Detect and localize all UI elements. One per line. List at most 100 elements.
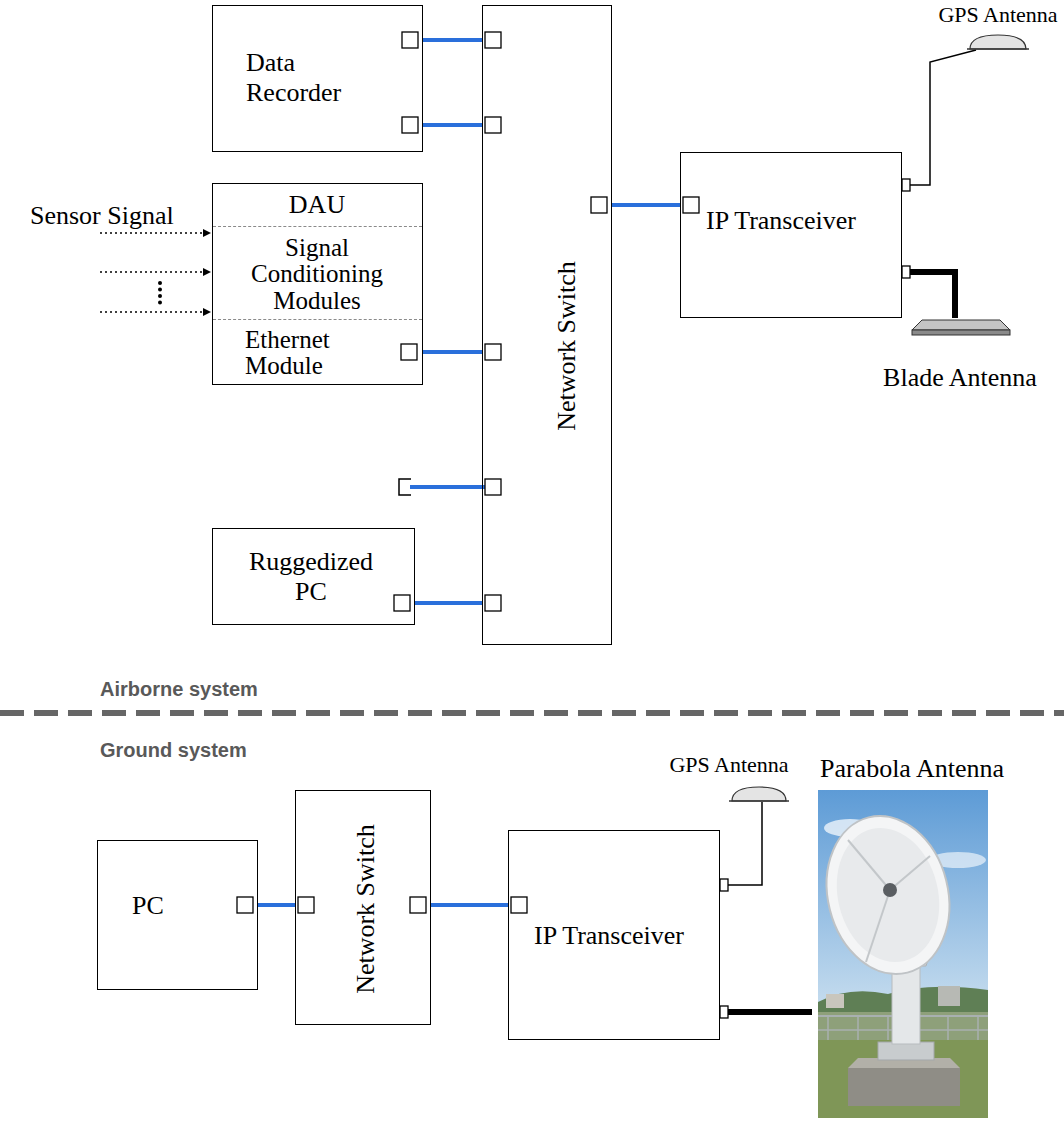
feed-strut (866, 890, 890, 962)
port (485, 595, 501, 611)
antenna-picture (818, 790, 988, 1118)
port (902, 266, 910, 278)
building (938, 986, 960, 1006)
node-text: GPS Antenna (669, 752, 788, 777)
arrow-head (203, 268, 211, 276)
connector-plug (399, 479, 411, 495)
blade-antenna: Blade Antenna (884, 318, 1062, 396)
port (298, 897, 314, 913)
port (720, 1006, 728, 1018)
arrow-head (203, 229, 211, 237)
ellipsis-dot (158, 281, 162, 285)
switch-box: Network Switch (482, 5, 612, 645)
antenna-dome (970, 35, 1026, 49)
port (683, 197, 699, 213)
module-band: Ethernet Module (213, 319, 422, 383)
recorder-box: Data Recorder (212, 5, 423, 152)
feed-strut (848, 840, 890, 890)
antenna-dome (732, 787, 786, 801)
antenna-cable (720, 1009, 812, 1015)
section-label: Ground system (100, 739, 247, 762)
module-band: Signal Conditioning Modules (213, 226, 422, 319)
port (485, 117, 501, 133)
gps-antenna: GPS Antenna (936, 2, 1064, 50)
node-text: Blade Antenna (883, 363, 1037, 393)
gps-antenna: GPS Antenna (664, 752, 794, 802)
port (410, 897, 426, 913)
dish-rim (810, 803, 965, 987)
dish (810, 803, 965, 987)
spare-port-cable (399, 479, 501, 495)
antenna-cable (902, 272, 955, 318)
ellipsis-dot (158, 294, 162, 298)
rooftop (818, 1040, 988, 1118)
railing-post (947, 1016, 949, 1042)
node-text: Parabola Antenna (820, 754, 1004, 784)
ellipsis-dot (158, 301, 162, 305)
dish-surface (823, 817, 953, 973)
port (485, 479, 501, 495)
port (720, 879, 728, 891)
section-divider (0, 710, 1064, 716)
sensor-signal-arrows (100, 229, 211, 316)
antenna-base (729, 800, 789, 802)
ellipsis-dot (158, 288, 162, 292)
signal-arrow-line (100, 311, 203, 313)
railing-post (857, 1016, 859, 1042)
node-text: Ethernet Module (245, 327, 365, 380)
ethernet-cable (612, 203, 680, 207)
computer-box: Ruggedized PC (212, 528, 415, 625)
port (402, 32, 418, 48)
node-text: IP Transceiver (534, 921, 684, 951)
base-plate (878, 1042, 934, 1060)
node-text: Network Switch (552, 261, 582, 431)
node-text: Data Recorder (246, 48, 366, 108)
arrow-head (203, 308, 211, 316)
port (485, 344, 501, 360)
node-text: DAU (289, 190, 345, 220)
port (485, 32, 501, 48)
port (402, 117, 418, 133)
building (826, 994, 844, 1008)
switch-box: Network Switch (295, 790, 431, 1025)
dau-box: DAU Signal Conditioning ModulesEthernet M… (212, 183, 423, 385)
antenna-symbol (884, 318, 1062, 338)
port (394, 595, 410, 611)
node-text: IP Transceiver (706, 206, 856, 236)
blade-plate (912, 320, 1010, 330)
ethernet-cable (415, 601, 482, 605)
ethernet-cable (423, 123, 482, 127)
node-text: GPS Antenna (938, 2, 1057, 27)
node-text: Network Switch (351, 824, 381, 994)
blade-edge (912, 330, 1010, 335)
signal-arrow-line (100, 232, 203, 234)
ethernet-cable (422, 350, 482, 354)
railing-post (887, 1016, 889, 1042)
antenna-base (967, 48, 1029, 50)
signal-label: Sensor Signal (30, 201, 174, 231)
feed-strut (890, 856, 930, 890)
feed-horn (883, 883, 897, 897)
transceiver-box: IP Transceiver (680, 152, 902, 318)
antenna-cable (902, 50, 976, 185)
cable-stub (410, 485, 485, 489)
port (902, 179, 910, 191)
port (511, 897, 527, 913)
port (591, 197, 607, 213)
node-text: Ruggedized PC (241, 547, 381, 607)
node-text: Signal Conditioning Modules (237, 235, 397, 314)
section-label: Airborne system (100, 678, 258, 701)
parabola-antenna: Parabola Antenna (812, 752, 1012, 1120)
node-text: PC (132, 891, 164, 921)
ethernet-cable (258, 903, 295, 907)
concrete-base (848, 1068, 960, 1106)
port (237, 897, 253, 913)
ethernet-cable (423, 38, 482, 42)
signal-arrow-line (100, 271, 203, 273)
antenna-cable (720, 802, 762, 885)
port (401, 344, 417, 360)
transceiver-box: IP Transceiver (508, 830, 720, 1040)
ethernet-cable (431, 903, 508, 907)
